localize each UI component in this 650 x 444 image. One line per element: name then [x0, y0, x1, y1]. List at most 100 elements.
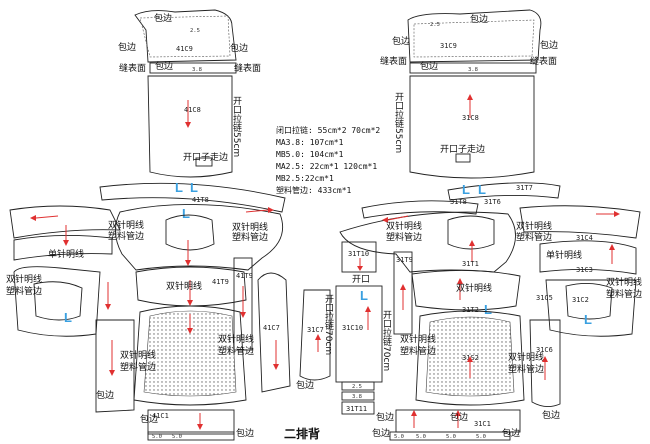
dim-3-8: 3.8: [192, 67, 202, 73]
label-shuangzhen: 双针明线: [386, 220, 422, 232]
piece-31T9: 31T9: [393, 251, 413, 335]
L-marker: L: [64, 310, 72, 325]
label-baobian: 包边: [118, 41, 136, 53]
label-suliao: 塑料管边: [508, 363, 544, 375]
dim-5-0: 5.0: [476, 434, 486, 440]
label-baobian: 包边: [236, 427, 254, 439]
code-41T8: 41T8: [192, 196, 209, 204]
piece-31T7: 31T7: [447, 182, 561, 201]
label-fengbiaomian: 缝表面: [119, 62, 146, 74]
piece-41C1: 41C1 5.0 5.0: [147, 409, 235, 441]
label-suliao: 塑料管边: [232, 231, 268, 243]
label-zipper-55: 开口拉链55cm: [393, 92, 404, 153]
label-baobian: 包边: [420, 60, 438, 72]
note-line: MB5.0: 104cm*1: [276, 150, 344, 159]
code-31C4: 31C4: [576, 234, 593, 242]
label-zipper-70: 开口拉链70cm: [381, 310, 392, 371]
code-31T10: 31T10: [348, 250, 369, 258]
piece-31C8: 31C8: [409, 75, 535, 179]
notes-block: 闭口拉链: 55cm*2 70cm*2 MA3.8: 107cm*1 MB5.0…: [276, 125, 380, 195]
code-31C7: 31C7: [307, 326, 324, 334]
strip-bottom-center: 2.5 3.8 31T11: [341, 381, 375, 415]
L-marker: L: [462, 182, 470, 197]
code-31T7: 31T7: [516, 184, 533, 192]
note-line: 塑料管边: 433cm*1: [276, 185, 352, 195]
piece-right-upper: 31T1: [339, 211, 516, 273]
label-kaikouzizoubian: 开口子走边: [440, 144, 485, 155]
code-31T8: 31T8: [450, 198, 467, 206]
label-baobian: 包边: [376, 411, 394, 423]
label-shuangzhen: 双针明线: [218, 333, 254, 345]
label-shuangzhen: 双针明线: [606, 276, 642, 288]
L-marker: L: [182, 206, 190, 221]
L-marker: L: [584, 312, 592, 327]
L-marker: L: [175, 180, 183, 195]
code-31T11: 31T11: [346, 405, 367, 413]
label-fengbiaomian: 缝表面: [380, 55, 407, 67]
dim-5-0: 5.0: [446, 434, 456, 440]
piece-31C1: 31C1 5.0 5.0 5.0 5.0: [389, 409, 521, 441]
label-shuangzhen: 双针明线: [6, 273, 42, 285]
right-wing: 31C4 31C3: [519, 205, 641, 275]
code-31T9: 31T9: [396, 256, 413, 264]
code-31C10: 31C10: [342, 324, 363, 332]
label-baobian: 包边: [372, 427, 390, 439]
label-kaikouzizoubian: 开口子走边: [183, 152, 228, 163]
label-danzhen: 单针明线: [546, 249, 582, 261]
code-41C1: 41C1: [152, 412, 169, 420]
label-baobian: 包边: [140, 413, 158, 425]
code-31C1: 31C1: [474, 420, 491, 428]
strip-3-8-left: 3.8: [149, 62, 237, 74]
strip-3-8-right: 3.8: [409, 62, 537, 74]
dim-5-0: 5.0: [416, 434, 426, 440]
label-baobian: 包边: [470, 13, 488, 25]
dim-3-8: 3.8: [468, 67, 478, 73]
piece-41T8: 41T8: [99, 182, 286, 213]
code-41T9: 41T9: [236, 272, 253, 280]
label-shuangzhen: 双针明线: [120, 349, 156, 361]
code-41C9: 41C9: [176, 45, 193, 53]
piece-31T8: 31T8 31T6: [361, 198, 501, 219]
piece-31C7: 31C7: [299, 289, 331, 381]
label-fengbiaomian: 缝表面: [530, 55, 557, 67]
piece-31C10: 31C10: [335, 285, 383, 383]
note-line: MB2.5:22cm*1: [276, 174, 334, 183]
note-line: MA2.5: 22cm*1 120cm*1: [276, 162, 377, 171]
label-zipper-70: 开口拉链70cm: [323, 294, 334, 355]
code-31T2: 31T2: [462, 306, 479, 314]
note-line: 闭口拉链: 55cm*2 70cm*2: [276, 125, 380, 135]
piece-41T9-side: 41T9: [233, 257, 253, 351]
piece-side-left: [95, 319, 135, 413]
label-zipper-55: 开口拉链55cm: [231, 96, 242, 157]
label-shuangzhen: 双针明线: [166, 280, 202, 292]
code-31C3: 31C3: [576, 266, 593, 274]
label-kaikou: 开口: [352, 274, 370, 285]
L-marker: L: [190, 180, 198, 195]
dim-5-0: 5.0: [152, 434, 162, 440]
piece-41C7: 41C7: [257, 272, 291, 393]
label-shuangzhen: 双针明线: [456, 282, 492, 294]
code-41T9: 41T9: [212, 278, 229, 286]
L-marker: L: [478, 182, 486, 197]
label-baobian: 包边: [502, 427, 520, 439]
dim-2-5: 2.5: [430, 22, 440, 28]
left-wing: [9, 205, 121, 261]
code-41C8: 41C8: [184, 106, 201, 114]
label-baobian: 包边: [96, 389, 114, 401]
label-baobian: 包边: [155, 60, 173, 72]
label-shuangzhen: 双针明线: [516, 220, 552, 232]
label-suliao: 塑料管边: [218, 345, 254, 357]
label-shuangzhen: 双针明线: [400, 333, 436, 345]
label-shuangzhen: 双针明线: [508, 351, 544, 363]
piece-31T10: 31T10: [341, 241, 377, 273]
label-suliao: 塑料管边: [108, 230, 144, 242]
code-31C6: 31C6: [536, 346, 553, 354]
label-suliao: 塑料管边: [400, 345, 436, 357]
code-31C2: 31C2: [572, 296, 589, 304]
code-31T1: 31T1: [462, 260, 479, 268]
label-suliao: 塑料管边: [386, 231, 422, 243]
label-suliao: 塑料管边: [606, 288, 642, 300]
code-31C5: 31C5: [536, 294, 553, 302]
piece-right-small: 31C2 31C5: [536, 279, 637, 337]
note-line: MA3.8: 107cm*1: [276, 138, 344, 147]
